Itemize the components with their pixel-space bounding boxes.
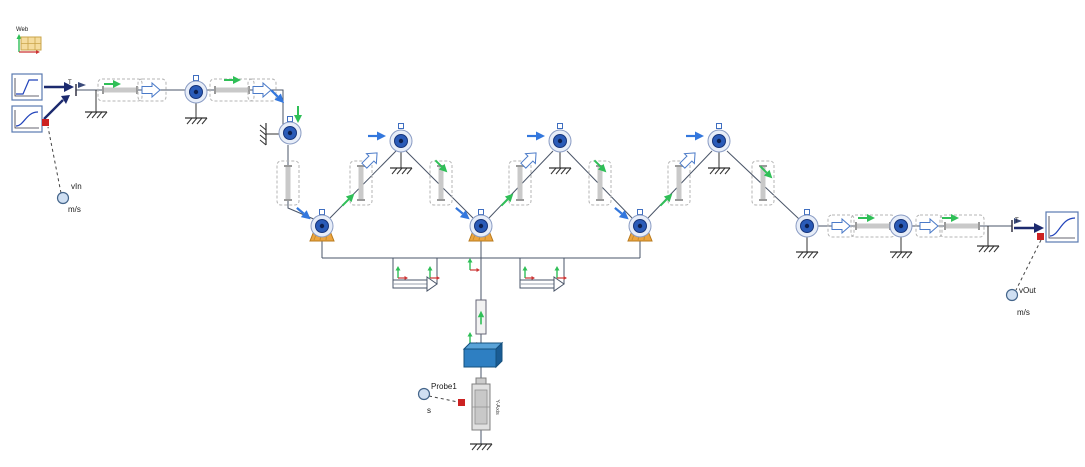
plot-curve: [15, 111, 39, 127]
mass-block[interactable]: [462, 341, 504, 369]
roller[interactable]: [795, 214, 819, 238]
web-span[interactable]: [277, 161, 299, 205]
vin-probe[interactable]: [56, 191, 70, 205]
vertical-guide[interactable]: [475, 299, 487, 335]
flange-left-label: T: [68, 80, 72, 86]
component-frame: [137, 78, 167, 102]
roller[interactable]: [389, 129, 413, 153]
web-axis-green-head: [16, 34, 22, 39]
web-icon[interactable]: Web: [16, 27, 42, 54]
support-stem: [806, 226, 989, 252]
ground[interactable]: [889, 251, 913, 259]
web-velocity-arrow[interactable]: [141, 82, 161, 98]
flange-port[interactable]: [287, 116, 293, 122]
ramp-source-block[interactable]: [11, 105, 43, 133]
ground[interactable]: [389, 167, 413, 175]
velocity-source-block[interactable]: [11, 73, 43, 101]
plot-curve: [16, 79, 38, 95]
roller[interactable]: [278, 121, 302, 145]
flow-arrow-blue: [366, 130, 388, 142]
flow-arrow-blue: [525, 130, 547, 142]
velocity-scope-block[interactable]: [1045, 211, 1079, 243]
flange-right[interactable]: [1011, 218, 1022, 232]
ground[interactable]: [184, 117, 208, 125]
web-span[interactable]: [350, 161, 372, 205]
flow-arrow-green: [103, 79, 122, 89]
web-span[interactable]: [210, 79, 254, 101]
vout-probe[interactable]: [1005, 288, 1019, 302]
ground[interactable]: [976, 245, 1000, 253]
component-frame: [247, 78, 277, 102]
ground[interactable]: [259, 122, 267, 146]
roller[interactable]: [889, 214, 913, 238]
flange-port[interactable]: [716, 123, 722, 129]
ground[interactable]: [469, 443, 493, 451]
roller[interactable]: [707, 129, 731, 153]
flow-arrow-blue: [684, 130, 706, 142]
support-stem: [400, 152, 720, 168]
web-span[interactable]: [509, 161, 531, 205]
web-velocity-arrow[interactable]: [919, 218, 939, 234]
web-span[interactable]: [668, 161, 690, 205]
axes-icon: [521, 265, 536, 281]
driven-roller[interactable]: [627, 214, 653, 242]
vin-label: vIn: [71, 182, 82, 191]
probe1[interactable]: [417, 387, 431, 401]
probe-dashed-line: [47, 126, 1042, 403]
prismatic-joint-right[interactable]: [519, 276, 565, 292]
component-frame: [827, 214, 855, 238]
flange-left[interactable]: [75, 82, 86, 96]
driven-roller[interactable]: [468, 214, 494, 242]
vin-unit-label: m/s: [68, 205, 81, 214]
vout-unit-label: m/s: [1017, 308, 1030, 317]
flange-port[interactable]: [804, 209, 810, 215]
flange-right-label: T: [1015, 218, 1019, 224]
roller[interactable]: [548, 129, 572, 153]
ground[interactable]: [84, 111, 108, 119]
web-grid-lines: [21, 37, 41, 50]
axes-icon: [426, 265, 441, 281]
probe1-marker[interactable]: [458, 399, 465, 406]
flange-port[interactable]: [557, 123, 563, 129]
ground[interactable]: [795, 251, 819, 259]
prismatic-joint-left[interactable]: [392, 276, 438, 292]
ground[interactable]: [548, 167, 572, 175]
plot-axes: [1048, 216, 1075, 239]
ground[interactable]: [707, 167, 731, 175]
component-frame: [915, 214, 943, 238]
plot-axes: [14, 78, 39, 97]
probe1-label: Probe1: [431, 382, 457, 391]
roller[interactable]: [184, 80, 208, 104]
flange-port[interactable]: [319, 209, 325, 215]
driven-roller[interactable]: [309, 214, 335, 242]
vin-marker[interactable]: [42, 119, 49, 126]
signal-connection-right[interactable]: [1014, 223, 1044, 233]
flange-port[interactable]: [398, 123, 404, 129]
plot-curve: [1049, 217, 1076, 237]
signal-connection-top[interactable]: [44, 82, 74, 92]
vout-label: vOut: [1019, 286, 1037, 295]
y-axis-drive[interactable]: [471, 377, 491, 431]
axes-icon: [394, 265, 409, 281]
flow-arrow-green: [223, 75, 242, 85]
signal-connection-bottom[interactable]: [43, 95, 70, 120]
axes-icon: [466, 257, 481, 273]
web-velocity-arrow[interactable]: [831, 218, 851, 234]
web-velocity-arrow[interactable]: [252, 82, 272, 98]
plot-axes: [14, 110, 39, 129]
vout-marker[interactable]: [1037, 233, 1044, 240]
probe1-unit-label: s: [427, 406, 431, 415]
flange-port[interactable]: [478, 209, 484, 215]
web-span[interactable]: [98, 79, 142, 101]
axes-icon: [553, 265, 568, 281]
web-path-line: [76, 89, 1012, 227]
flange-port[interactable]: [193, 75, 199, 81]
y-axis-label: Y-Axis: [494, 399, 500, 415]
flow-arrow-blue: [292, 203, 315, 224]
web-icon-label: Web: [16, 27, 29, 33]
web-axis-red-head: [36, 50, 40, 54]
flange-port[interactable]: [637, 209, 643, 215]
flow-arrow-green: [293, 105, 303, 124]
